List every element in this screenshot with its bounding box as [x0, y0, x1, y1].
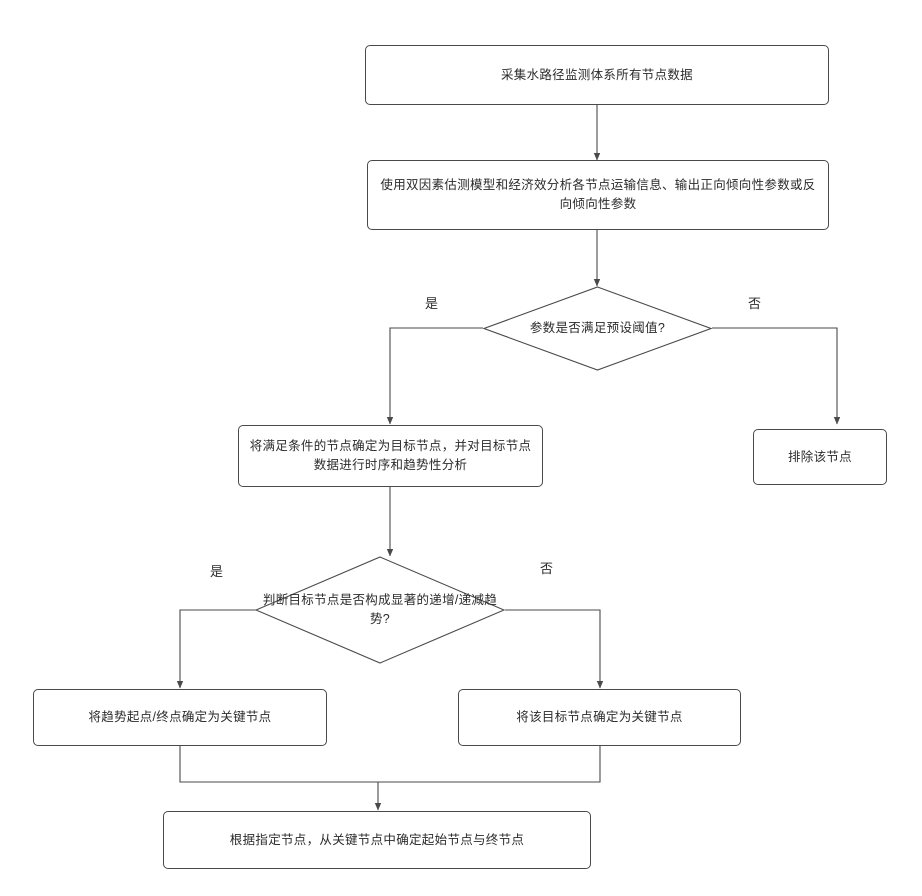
node-collect[interactable]: 采集水路径监测体系所有节点数据 [365, 45, 829, 105]
edge-keynode-to-final [378, 745, 601, 783]
node-analyze-label: 使用双因素估测模型和经济效分析各节点运输信息、输出正向倾向性参数或反向倾向性参数 [380, 178, 816, 211]
node-analyze[interactable]: 使用双因素估测模型和经济效分析各节点运输信息、输出正向倾向性参数或反向倾向性参数 [367, 160, 829, 230]
branch-label-threshold-no: 否 [748, 296, 762, 311]
node-exclude-node[interactable]: 排除该节点 [753, 429, 887, 485]
node-target-node[interactable]: 将满足条件的节点确定为目标节点，并对目标节点数据进行时序和趋势性分析 [238, 425, 543, 487]
branch-label-trend-no: 否 [540, 561, 554, 576]
node-decision-trend-label: 判断目标节点是否构成显著的递增/递减趋势? [262, 593, 498, 626]
edge-endpoints-to-final [179, 745, 382, 811]
node-final-label: 根据指定节点，从关键节点中确定起始节点与终节点 [229, 832, 525, 847]
branch-label-trend-yes: 是 [210, 564, 224, 579]
edge-threshold-no-to-exclude [712, 327, 841, 425]
node-trend-endpoints-label: 将趋势起点/终点确定为关键节点 [88, 710, 272, 724]
node-target-node-label: 将满足条件的节点确定为目标节点，并对目标节点数据进行时序和趋势性分析 [249, 439, 532, 472]
diamond-shape [483, 286, 712, 371]
node-final[interactable]: 根据指定节点，从关键节点中确定起始节点与终节点 [163, 811, 591, 869]
edge-trend-no-to-keynode [505, 609, 604, 689]
node-decision-trend[interactable]: 判断目标节点是否构成显著的递增/递减趋势? [255, 556, 505, 664]
branch-label-threshold-yes: 是 [425, 296, 439, 311]
node-key-node-label: 将该目标节点确定为关键节点 [516, 710, 683, 724]
node-trend-endpoints[interactable]: 将趋势起点/终点确定为关键节点 [33, 689, 327, 746]
edge-threshold-yes-to-target [386, 327, 483, 425]
node-collect-label: 采集水路径监测体系所有节点数据 [500, 67, 693, 82]
diamond-shape [255, 556, 505, 664]
node-key-node[interactable]: 将该目标节点确定为关键节点 [458, 689, 741, 746]
node-exclude-node-label: 排除该节点 [787, 449, 852, 464]
node-decision-threshold[interactable]: 参数是否满足预设阈值? [483, 286, 712, 371]
node-decision-threshold-label: 参数是否满足预设阈值? [529, 321, 666, 335]
